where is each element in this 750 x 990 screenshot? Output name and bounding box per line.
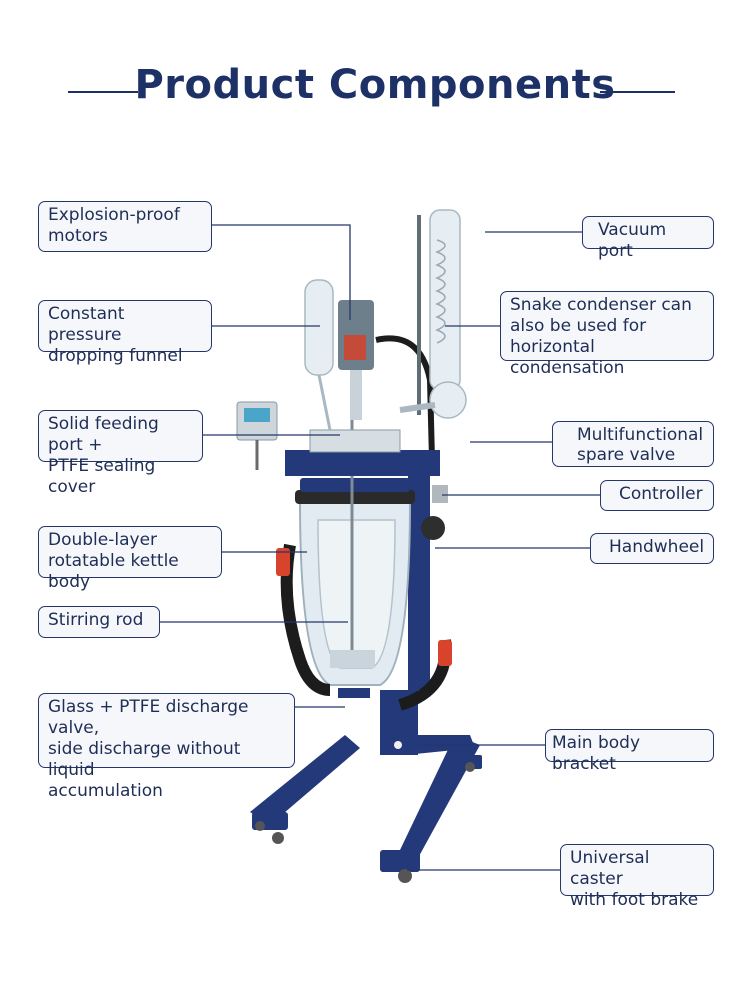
page-title: Product Components xyxy=(134,62,616,108)
label-constant-pressure-funnel: Constant pressure dropping funnel xyxy=(38,300,212,366)
dropping-funnel xyxy=(304,279,334,431)
label-snake-condenser: Snake condenser can also be used for hor… xyxy=(500,291,714,378)
label-multifunctional-valve: Multifunctional spare valve xyxy=(552,421,714,467)
title-section: Product Components xyxy=(0,58,750,118)
handwheel-graphic xyxy=(421,516,445,540)
label-controller: Controller xyxy=(600,480,714,511)
title-rule-right xyxy=(600,91,675,93)
label-universal-caster: Universal caster with foot brake xyxy=(560,844,714,910)
label-handwheel: Handwheel xyxy=(590,533,714,564)
controller-box xyxy=(236,401,448,503)
glass-kettle xyxy=(295,400,415,698)
condenser xyxy=(399,209,467,419)
title-rule-left xyxy=(68,91,138,93)
label-stirring-rod: Stirring rod xyxy=(38,606,160,638)
label-double-layer-body: Double-layer rotatable kettle body xyxy=(38,526,222,592)
caster-wheels xyxy=(255,762,475,883)
label-discharge-valve: Glass + PTFE discharge valve, side disch… xyxy=(38,693,295,801)
leader-lines xyxy=(160,224,600,871)
label-explosion-proof-motors: Explosion-proof motors xyxy=(38,201,212,252)
label-main-body-bracket: Main body bracket xyxy=(545,729,714,774)
label-solid-feeding-port: Solid feeding port + PTFE sealing cover xyxy=(38,410,203,497)
label-vacuum-port: Vacuum port xyxy=(582,216,714,261)
